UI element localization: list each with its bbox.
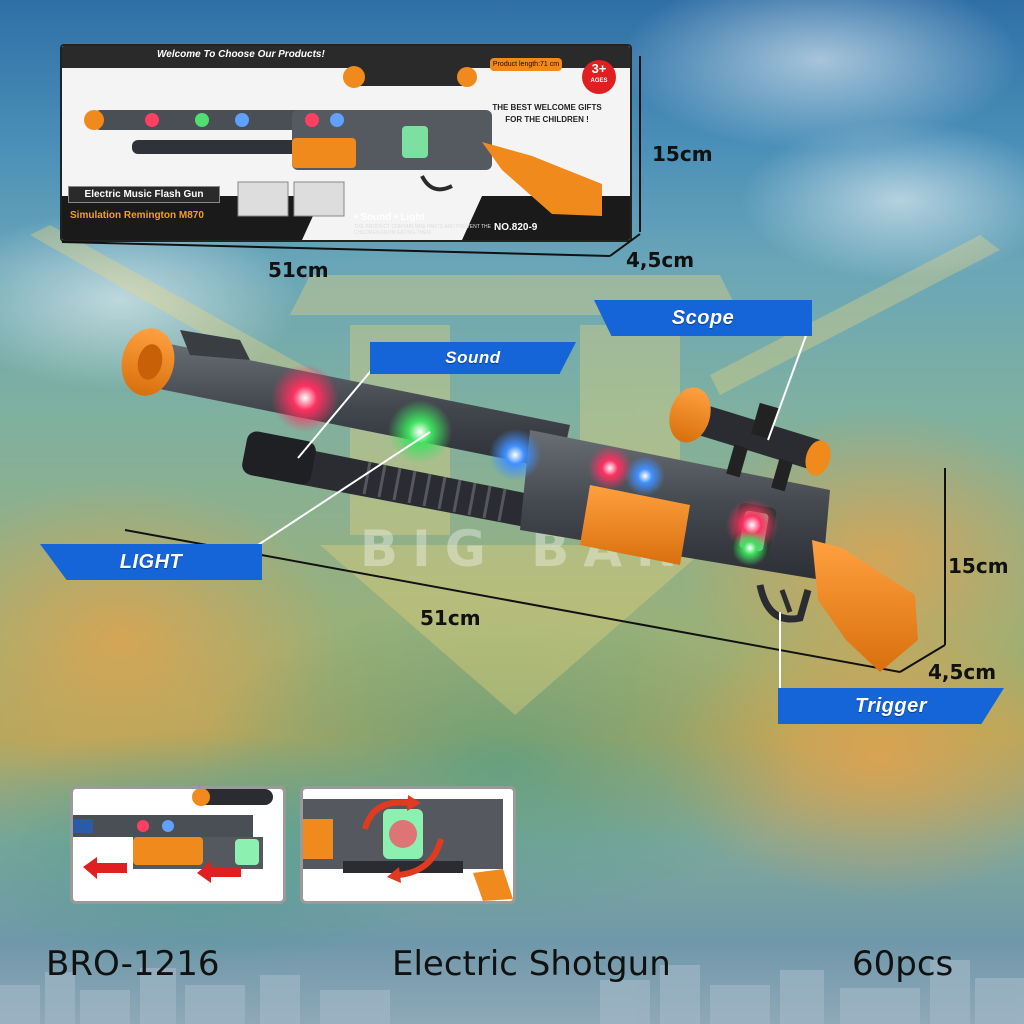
inset-pump-action — [70, 786, 286, 904]
package-art — [62, 46, 630, 240]
package-features: • Sound • Light — [354, 212, 425, 223]
callout-scope: Scope — [594, 300, 812, 336]
callout-light: LIGHT — [40, 544, 262, 580]
gun-length-label: 51cm — [420, 606, 481, 630]
package-box: Welcome To Choose Our Products! Product … — [60, 44, 632, 242]
pump-grip — [580, 485, 690, 565]
package-subtitle: Simulation Remington M870 — [70, 210, 204, 221]
inset-pump-art — [73, 789, 273, 883]
callout-trigger: Trigger — [778, 688, 1004, 724]
package-model-number: NO.820-9 — [494, 222, 538, 233]
product-title: Electric Shotgun — [392, 944, 671, 984]
package-gift-text: THE BEST WELCOME GIFTS FOR THE CHILDREN … — [492, 103, 602, 124]
gun-depth-label: 4,5cm — [928, 660, 997, 684]
box-height-label: 15cm — [652, 142, 713, 166]
age-badge: 3+ AGES — [582, 60, 616, 94]
product-quantity: 60pcs — [852, 944, 954, 984]
inset-light-art — [303, 795, 513, 901]
product-code: BRO-1216 — [46, 944, 220, 984]
barrel — [121, 328, 570, 470]
callout-sound: Sound — [370, 342, 576, 374]
package-product-name: Electric Music Flash Gun — [68, 186, 220, 203]
box-depth-label: 4,5cm — [626, 248, 695, 272]
package-welcome: Welcome To Choose Our Products! — [157, 49, 325, 60]
package-length-badge: Product length:71 cm — [490, 58, 562, 71]
watermark-emblem — [30, 225, 1000, 715]
magazine-tube — [242, 431, 560, 532]
age-badge-number: 3+ — [591, 61, 607, 76]
stock — [812, 540, 918, 672]
box-width-label: 51cm — [268, 258, 329, 282]
inset-light-rotation — [300, 786, 516, 904]
package-warning: THE PRODUCT CONTAIN MINI PARTS AND PREVE… — [354, 224, 491, 236]
gun-height-label: 15cm — [948, 554, 1009, 578]
trigger-guard — [756, 584, 812, 623]
age-badge-label: AGES — [590, 78, 608, 84]
